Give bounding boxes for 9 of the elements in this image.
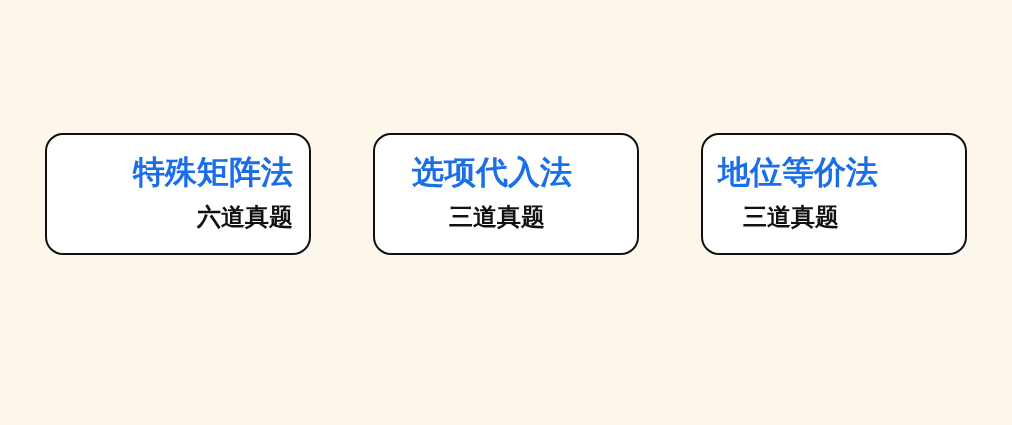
method-subtitle: 六道真题 [197, 202, 293, 232]
method-subtitle: 三道真题 [743, 202, 839, 232]
method-subtitle: 三道真题 [449, 202, 545, 232]
method-title: 选项代入法 [412, 153, 572, 191]
method-box [701, 133, 967, 255]
method-title: 地位等价法 [718, 153, 878, 191]
method-title: 特殊矩阵法 [133, 153, 293, 191]
method-box [373, 133, 639, 255]
method-box [45, 133, 311, 255]
